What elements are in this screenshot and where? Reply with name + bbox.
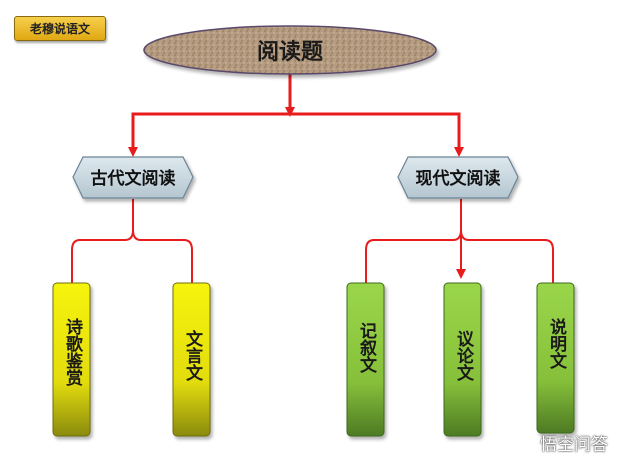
branch-label-ancient: 古代文阅读 (91, 168, 176, 189)
connector-ancient-poetry (71, 199, 134, 283)
root-label: 阅读题 (257, 39, 324, 65)
branch-label-modern: 现代文阅读 (416, 168, 501, 189)
chat-bubble-icon (516, 433, 536, 452)
leaf-box-argumentative: 议论文 (443, 282, 482, 437)
leaf-label-argumentative: 议论文 (453, 330, 474, 382)
connector-ancient-classical (132, 229, 193, 283)
branch-node-ancient: 古代文阅读 (72, 156, 194, 199)
watermark: 悟空问答 (516, 430, 608, 455)
leaf-connectors (71, 199, 554, 283)
leaf-label-poetry: 诗歌鉴赏 (62, 318, 84, 387)
leaf-label-narrative: 记叙文 (356, 322, 377, 374)
branch-node-modern: 现代文阅读 (397, 156, 519, 199)
leaf-box-poetry: 诗歌鉴赏 (52, 282, 91, 437)
leaf-label-expository: 说明文 (546, 317, 567, 370)
branch-connector-left (128, 112, 290, 157)
leaf-box-classical: 文言文 (172, 282, 211, 437)
author-tag-label: 老穆说语文 (29, 22, 90, 36)
leaf-box-narrative: 记叙文 (346, 282, 385, 437)
leaf-box-expository: 说明文 (536, 282, 575, 434)
connectors (128, 72, 464, 157)
branch-connector-right (290, 112, 464, 157)
leaf-label-classical: 文言文 (182, 329, 203, 382)
root-node: 阅读题 (143, 25, 437, 75)
connector-modern-expository (460, 229, 554, 283)
author-tag: 老穆说语文 (14, 16, 106, 41)
connector-modern-narrative (365, 199, 462, 283)
watermark-label: 悟空问答 (540, 435, 608, 455)
